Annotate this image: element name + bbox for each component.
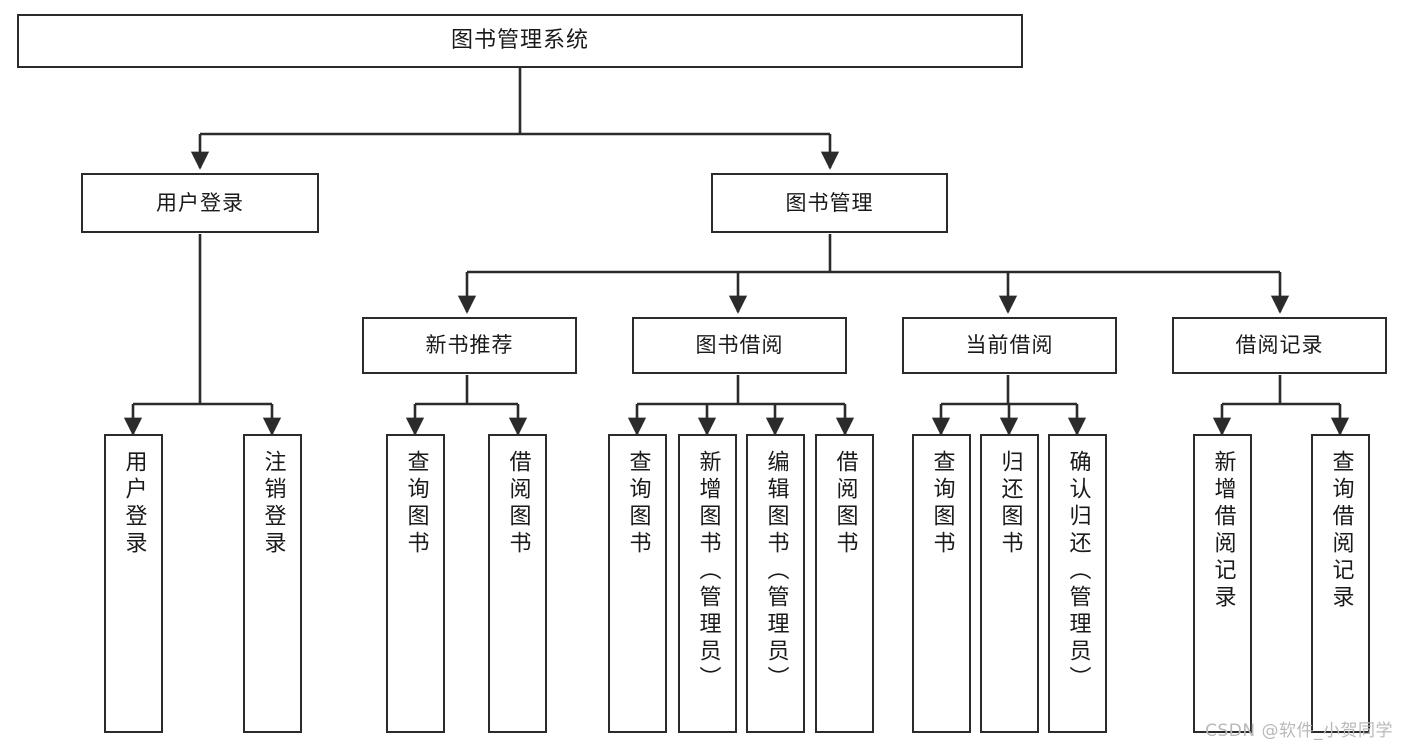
node-book-management-label: 图书管理: [785, 190, 874, 215]
node-root-label: 图书管理系统: [450, 28, 589, 54]
leaf-query-borrow-record-label: 查询借阅记录: [1328, 450, 1354, 612]
leaf-logout[interactable]: 注销登录: [243, 434, 302, 733]
node-user-login[interactable]: 用户登录: [81, 173, 319, 233]
node-book-management[interactable]: 图书管理: [711, 173, 948, 233]
leaf-add-book-admin[interactable]: 新增图书（管理员）: [678, 434, 737, 733]
node-current-borrow[interactable]: 当前借阅: [902, 317, 1117, 374]
csdn-watermark: CSDN @软件_小贺同学: [1205, 721, 1393, 741]
leaf-query-book-recommend[interactable]: 查询图书: [386, 434, 445, 733]
leaf-edit-book-admin-label: 编辑图书（管理员）: [763, 450, 789, 693]
node-borrow-record[interactable]: 借阅记录: [1172, 317, 1387, 374]
leaf-query-book-current[interactable]: 查询图书: [912, 434, 971, 733]
leaf-borrow-book-recommend-label: 借阅图书: [505, 450, 531, 558]
node-user-login-label: 用户登录: [156, 190, 244, 215]
leaf-logout-label: 注销登录: [260, 450, 286, 558]
node-borrow-record-label: 借阅记录: [1235, 333, 1324, 358]
leaf-query-book-current-label: 查询图书: [929, 450, 955, 558]
node-root[interactable]: 图书管理系统: [17, 14, 1023, 68]
leaf-borrow-book[interactable]: 借阅图书: [815, 434, 874, 733]
leaf-edit-book-admin[interactable]: 编辑图书（管理员）: [746, 434, 805, 733]
leaf-query-book-borrow-label: 查询图书: [625, 450, 651, 558]
leaf-return-book[interactable]: 归还图书: [980, 434, 1039, 733]
leaf-query-book-recommend-label: 查询图书: [403, 450, 429, 558]
node-book-borrow-label: 图书借阅: [695, 333, 784, 358]
leaf-add-borrow-record[interactable]: 新增借阅记录: [1193, 434, 1252, 733]
leaf-confirm-return-admin[interactable]: 确认归还（管理员）: [1048, 434, 1107, 733]
node-book-borrow[interactable]: 图书借阅: [632, 317, 847, 374]
leaf-borrow-book-label: 借阅图书: [832, 450, 858, 558]
node-new-book-recommend-label: 新书推荐: [425, 333, 514, 358]
node-current-borrow-label: 当前借阅: [965, 333, 1054, 358]
leaf-query-borrow-record[interactable]: 查询借阅记录: [1311, 434, 1370, 733]
leaf-return-book-label: 归还图书: [997, 450, 1023, 558]
leaf-add-book-admin-label: 新增图书（管理员）: [695, 450, 721, 693]
node-new-book-recommend[interactable]: 新书推荐: [362, 317, 577, 374]
leaf-query-book-borrow[interactable]: 查询图书: [608, 434, 667, 733]
leaf-confirm-return-admin-label: 确认归还（管理员）: [1065, 450, 1091, 693]
leaf-user-login-label: 用户登录: [121, 450, 147, 558]
leaf-user-login[interactable]: 用户登录: [104, 434, 163, 733]
leaf-add-borrow-record-label: 新增借阅记录: [1210, 450, 1236, 612]
leaf-borrow-book-recommend[interactable]: 借阅图书: [488, 434, 547, 733]
